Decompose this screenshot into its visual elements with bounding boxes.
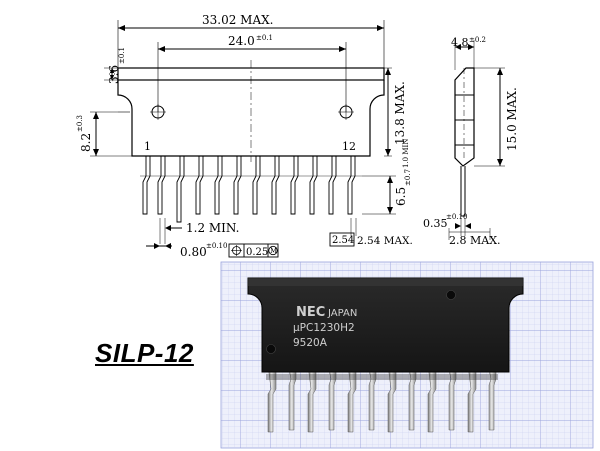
tab-height-tol: ±0.1 xyxy=(118,47,126,64)
hole-pitch-tol: ±0.1 xyxy=(256,34,273,42)
hole-pitch-label: 24.0 xyxy=(228,34,255,48)
dim-side-height: 15.0 MAX. xyxy=(474,67,519,167)
chip-body xyxy=(247,277,524,373)
lead-length-label: 6.5 xyxy=(394,187,408,206)
side-outline xyxy=(454,67,475,217)
overall-width-label: 33.02 MAX. xyxy=(202,13,273,27)
lead-thickness-label: 0.35 xyxy=(423,217,448,230)
position-datum: M xyxy=(270,247,277,255)
lead-width-min-label: 1.2 MIN. xyxy=(186,221,239,235)
dim-lead-thickness: 0.35 ±0.10 2.8 MAX. xyxy=(423,213,501,247)
lead-thickness-tol: ±0.10 xyxy=(446,213,467,221)
chip-photo: NEC JAPAN μPC1230H2 9520A xyxy=(220,261,594,449)
side-height-label: 15.0 MAX. xyxy=(505,87,519,151)
dim-lead-width: 1.2 MIN. 0.80 ±0.10 0.25 M xyxy=(146,218,279,259)
pitch-boxed-label: 2.54 xyxy=(332,235,354,246)
position-tolerance-value: 0.25 xyxy=(246,247,268,258)
dim-tab-height: 3.6 ±0.1 xyxy=(104,47,126,84)
front-view: 33.02 MAX. 24.0 ±0.1 1 12 xyxy=(76,13,413,259)
chip-date-code: 9520A xyxy=(293,337,328,349)
dim-hole-pitch: 24.0 ±0.1 xyxy=(157,34,347,112)
front-leads xyxy=(140,156,362,223)
pitch-max-label: 2.54 MAX. xyxy=(357,235,413,247)
chip-mount-hole-left xyxy=(266,344,276,354)
dim-thickness: 4.8 ±0.2 xyxy=(451,36,486,70)
thickness-label: 4.8 xyxy=(451,36,469,49)
front-outline xyxy=(117,60,385,162)
thickness-tol: ±0.2 xyxy=(469,36,486,44)
side-view: 4.8 ±0.2 15.0 MAX. 0.35 ±0.10 xyxy=(423,36,519,247)
position-tolerance-frame: 0.25 M xyxy=(228,243,279,258)
chip-maker: NEC xyxy=(296,305,325,320)
lead-length-tol: ±0.7 xyxy=(404,169,412,186)
pin-1-label: 1 xyxy=(144,140,151,153)
dim-body-height: 8.2 ±0.3 xyxy=(76,111,132,157)
pin-12-label: 12 xyxy=(342,140,356,153)
chip-mount-hole-right xyxy=(446,290,456,300)
body-height-tol: ±0.3 xyxy=(76,115,84,132)
body-height-label: 8.2 xyxy=(79,133,93,152)
dim-overall-width: 33.02 MAX. xyxy=(117,13,385,68)
dim-lead-length: 6.5 ±0.7 1.0 MIN xyxy=(362,139,412,215)
chip-leads xyxy=(266,364,498,433)
chip-country: JAPAN xyxy=(327,308,357,319)
tab-height-label: 3.6 xyxy=(107,65,121,84)
chip-part-number: μPC1230H2 xyxy=(293,322,355,334)
lead-span-label: 2.8 MAX. xyxy=(449,234,501,247)
dim-total-height: 13.8 MAX. xyxy=(384,67,407,157)
package-label: SILP-12 xyxy=(95,338,194,368)
lead-width-tol: ±0.10 xyxy=(206,242,227,250)
lead-min-label: 1.0 MIN xyxy=(402,139,410,168)
lead-width-label: 0.80 xyxy=(180,245,207,259)
total-height-label: 13.8 MAX. xyxy=(393,81,407,145)
dim-pitch: 2.54 2.54 MAX. xyxy=(329,218,413,247)
